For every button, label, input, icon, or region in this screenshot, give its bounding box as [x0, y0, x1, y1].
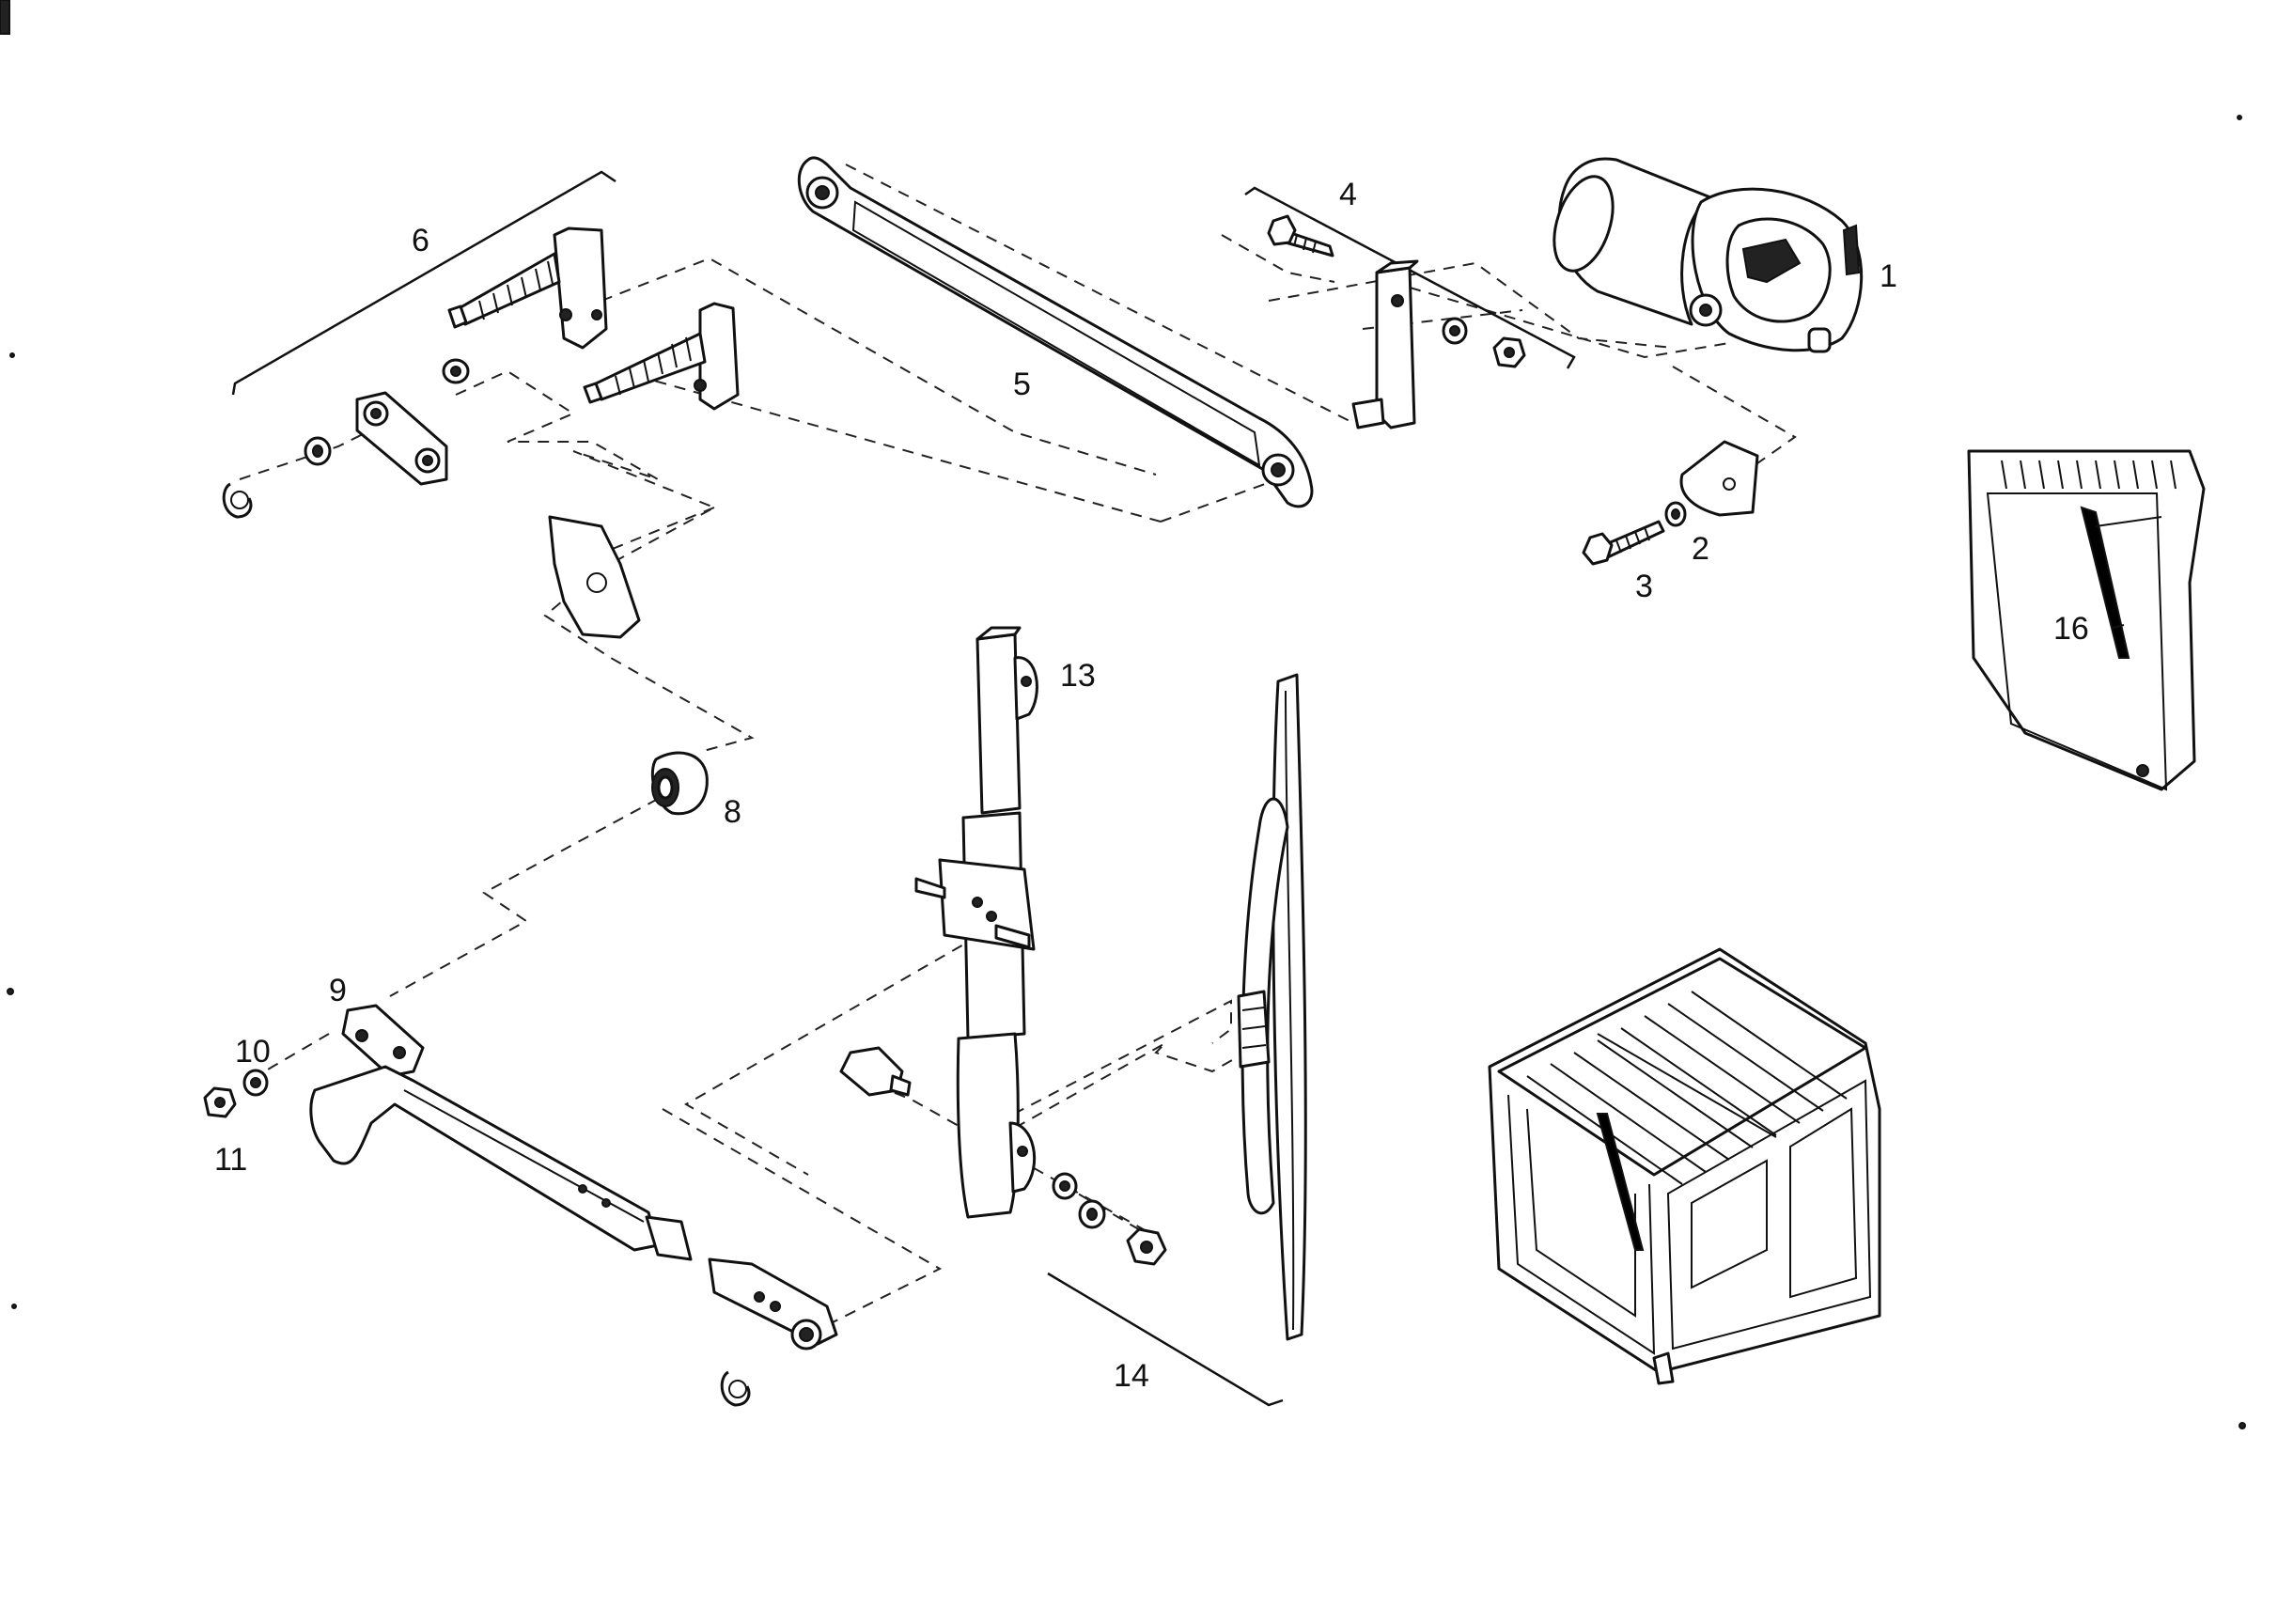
callout-16: 16 — [2053, 611, 2089, 647]
callout-2: 2 — [1692, 531, 1709, 567]
cab-detail-view — [1967, 449, 2206, 791]
group-brackets — [231, 170, 1576, 1407]
callout-14: 14 — [1114, 1358, 1149, 1394]
callout-4: 4 — [1339, 177, 1357, 212]
callout-9: 9 — [329, 973, 347, 1008]
callout-6: 6 — [412, 223, 429, 258]
callout-8: 8 — [724, 794, 741, 830]
wiper-arm — [309, 1004, 693, 1261]
arm-extension — [708, 1257, 838, 1407]
stray-marks — [0, 0, 2246, 1429]
bush-part-8 — [650, 751, 709, 816]
cab-isometric-view — [1488, 947, 1881, 1385]
callout-labels: 1 2 3 4 5 6 8 9 10 11 13 14 16 — [214, 177, 2089, 1394]
pantograph-arm — [839, 626, 1038, 1219]
callout-1: 1 — [1880, 258, 1897, 294]
washer-part-10 — [242, 1069, 269, 1097]
motor-bracket-plate — [1679, 440, 1759, 517]
spindle-group — [222, 226, 740, 519]
callout-11: 11 — [214, 1142, 247, 1178]
link-bar — [797, 156, 1314, 508]
callout-10: 10 — [235, 1034, 271, 1070]
callout-13: 13 — [1060, 658, 1096, 694]
fastener-group-14 — [1052, 1172, 1167, 1266]
callout-5: 5 — [1013, 367, 1031, 402]
wiper-motor — [1552, 157, 1864, 353]
washer-part-2 — [1664, 501, 1687, 527]
callout-3: 3 — [1635, 569, 1653, 604]
spacer-plate — [548, 515, 641, 639]
nut-part-11 — [203, 1086, 237, 1118]
wiper-blade — [1237, 673, 1307, 1341]
crank-arm-group — [1267, 214, 1526, 429]
bolt-part-3 — [1582, 520, 1665, 566]
